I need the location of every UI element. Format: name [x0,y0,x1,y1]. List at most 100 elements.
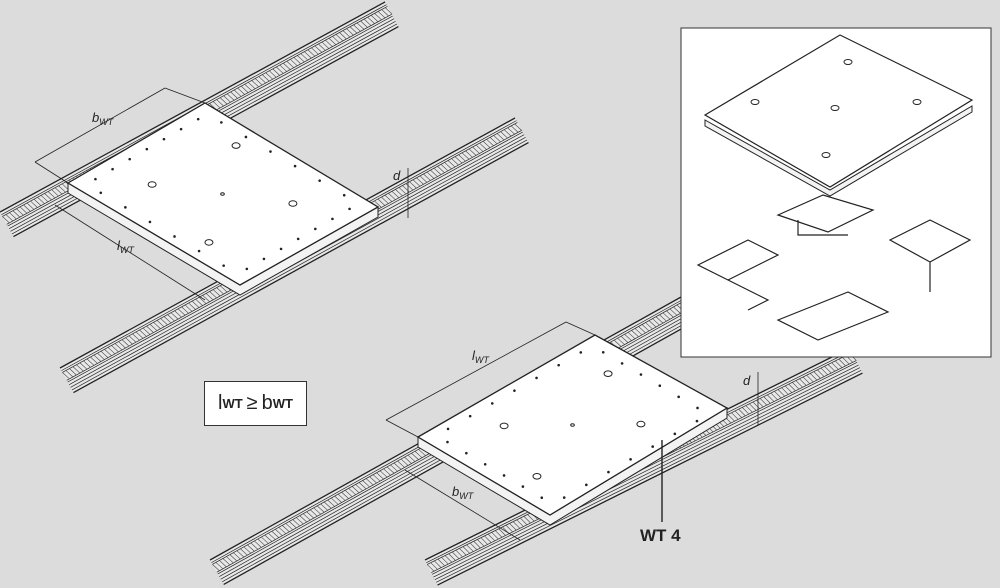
rail-hatch [264,534,273,542]
rail-hatch [37,197,45,204]
rail-hatch [484,535,492,543]
rail-hatch [286,61,294,68]
rail-hatch [128,335,137,343]
rail-hatch [817,369,825,377]
rail-hatch [381,196,389,204]
inset-bracket [776,291,890,341]
rail-hatch [205,293,214,301]
rail-hatch [233,552,241,560]
rail-hatch [339,32,347,40]
plate-hole [314,227,317,231]
rail-hatch [293,57,302,65]
plate-bore [570,423,575,427]
rail-hatch [93,354,102,362]
rail-hatch [505,524,513,533]
rail-hatch [627,332,636,339]
rail-hatch [262,74,270,82]
rail-hatch [304,51,312,59]
rail-hatch [226,93,235,101]
rail-hatch [285,523,293,531]
rail-hatch [247,544,255,552]
rail-hatch [648,320,657,328]
plate-hole [145,147,149,151]
rail-hatch [374,200,382,208]
plate-hole [269,150,272,153]
rail-hatch [212,101,221,109]
plate-hole [562,496,566,499]
rail-hatch [404,456,412,464]
rail-hatch [299,515,307,523]
plate-hole [658,384,662,387]
rail-hatch [620,335,629,343]
plate-bore [288,200,298,207]
rail-hatch [400,458,409,466]
rail-hatch [759,398,768,406]
workpiece-carrier-plates [66,102,729,526]
rail-hatch [496,133,505,141]
rail-hatch [477,539,485,547]
rail-hatch [386,466,395,474]
rail-edge [436,370,862,583]
rail-hatch [47,191,56,199]
rail-hatch [160,318,168,326]
rail-hatch [781,387,789,395]
plate-hole [197,249,201,253]
rail-hatch [742,407,750,415]
rail-hatch [139,329,147,337]
rail-hatch [472,146,480,154]
rail-hatch [462,546,470,554]
plate-hole [579,351,583,354]
rail-edge [437,372,863,586]
rail-hatch [659,314,667,322]
rail-hatch [202,295,210,302]
exploded-view-inset [680,27,992,358]
rail-hatch [320,503,328,511]
inset-bore [843,59,853,65]
rail-hatch [479,142,487,150]
rail-hatch [395,189,403,197]
rail-hatch [652,318,660,326]
plate-bore [204,239,214,246]
plate-hole [111,167,114,171]
plate-hole [695,419,699,423]
rail-hatch [763,396,771,404]
rail-hatch [135,331,144,339]
rail-hatch [313,507,321,515]
plate-hole [620,362,624,365]
rail-hatch [510,125,519,133]
rail-hatch [219,560,227,568]
rail-hatch [362,480,370,488]
rail-hatch [233,89,242,97]
rail-hatch [360,20,368,28]
rail-hatch [142,327,151,335]
plate-hole [128,157,131,161]
rail-hatch [426,171,435,179]
rail-hatch [300,53,309,61]
rail-hatch [222,558,231,566]
plate-hole [468,414,472,418]
rail-hatch [5,214,14,222]
rail-hatch [121,339,130,347]
rail-hatch [655,316,664,324]
rail-hatch [297,55,305,63]
inset-plate-top [703,34,974,188]
rail-hatch [433,167,442,175]
rail-hatch [419,175,428,183]
carrier-plate [416,334,729,526]
rail-hatch [149,324,158,331]
plate-bore [220,192,225,196]
rail-hatch [219,97,228,105]
rail-hatch [54,187,63,195]
rail-hatch [512,521,521,529]
plate-hole [220,121,223,124]
rail-hatch [473,541,481,549]
rail-hatch [240,85,249,93]
rail-hatch [236,550,245,558]
rail-hatch [271,530,280,538]
rail-hatch [745,405,753,413]
rail-hatch [516,519,524,527]
plate-bore [603,370,613,378]
rail-hatch [806,375,814,383]
